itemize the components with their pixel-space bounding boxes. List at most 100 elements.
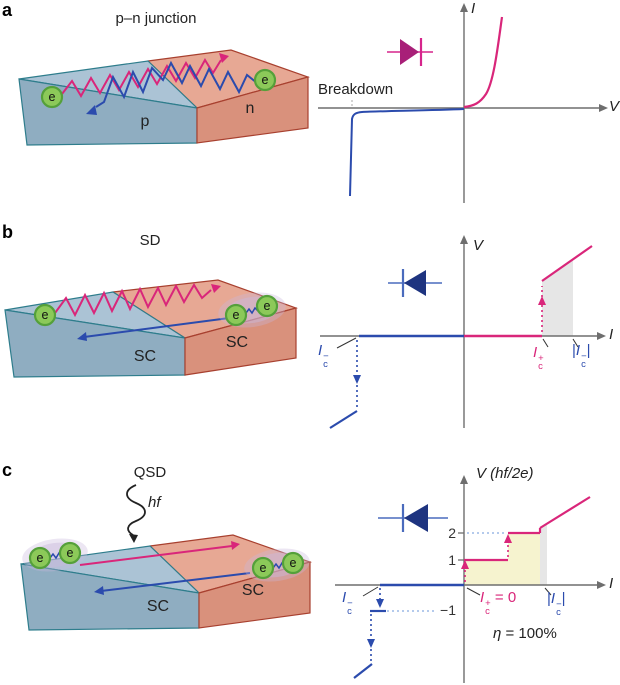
electron-label: e <box>259 561 267 575</box>
resistive-branch-negative <box>353 663 373 679</box>
electron-icon <box>281 551 305 575</box>
abs-ic-minus-label: |I−c| <box>572 342 591 369</box>
pink-arrowhead <box>211 284 221 293</box>
y-axis-arrow <box>460 235 468 244</box>
resistive-branch-positive <box>539 496 591 529</box>
supercurrent-arrow <box>83 316 238 338</box>
abs-scripts: −c <box>581 351 587 368</box>
panel-c-letter: c <box>2 460 13 480</box>
x-axis-arrow <box>599 104 608 112</box>
electron-icon <box>58 541 82 565</box>
ic-plus-sub: c <box>538 360 543 372</box>
sd-vi-plot <box>320 235 606 429</box>
blue-down-arrowhead <box>353 375 361 384</box>
breakdown-annotation: Breakdown <box>318 81 394 98</box>
y-axis-arrow <box>460 475 468 484</box>
pn-junction-iv-plot <box>318 3 608 203</box>
hysteresis-shaded-region <box>540 524 547 585</box>
ic-minus-base: I <box>342 589 347 606</box>
abs-sup: − <box>556 599 562 610</box>
sc-right-label: SC <box>241 582 265 599</box>
sc-left-label: SC <box>133 348 157 365</box>
ic-plus-label: I+c <box>533 345 544 372</box>
electron-icon <box>40 85 64 109</box>
ic-minus-label: I−c <box>342 589 353 616</box>
abs-base: I <box>550 590 556 607</box>
panel-a-title: p–n junction <box>115 10 197 27</box>
efficiency-label: η = 100% <box>493 626 557 642</box>
qsd-slab <box>20 484 312 631</box>
ic-plus-scripts: +c <box>538 353 544 372</box>
y-axis-label: V <box>473 237 484 254</box>
ic-minus-scripts: −c <box>323 351 329 370</box>
electron-icon <box>255 294 279 318</box>
ic-minus-sup: − <box>323 351 329 362</box>
ic-plus-sup: + <box>538 353 544 364</box>
abs-ic-minus-pointer <box>572 338 579 348</box>
electron-icon <box>251 556 275 580</box>
x-axis-arrow <box>597 581 606 589</box>
panel-b-letter: b <box>2 222 13 242</box>
diode-symbol-icon <box>387 38 433 66</box>
x-axis-label: V <box>609 98 620 115</box>
panel-b-title: SD <box>139 232 161 249</box>
hysteresis-shaded-region <box>542 259 573 336</box>
electron-icon <box>224 303 248 327</box>
ic-plus-pointer <box>466 587 481 596</box>
y-tick-1: 1 <box>448 552 456 568</box>
sc-left-label: SC <box>146 598 170 615</box>
ic-minus-scripts: −c <box>347 598 353 615</box>
ic-minus-sup: − <box>347 598 353 609</box>
sc-right-label: SC <box>225 334 249 351</box>
abs-open: | <box>572 342 576 359</box>
y-axis-label: V (hf/2e) <box>476 465 534 482</box>
electron-icon <box>28 546 52 570</box>
abs-base: I <box>575 342 581 359</box>
diode-symbol-reverse-icon <box>388 269 442 297</box>
ic-minus-sub: c <box>323 358 328 370</box>
photon-energy-label: hf <box>148 494 161 511</box>
diode-triangle <box>400 39 419 65</box>
blue-down-arrowhead <box>367 639 375 648</box>
panel-a-letter: a <box>2 0 13 20</box>
ic-minus-base: I <box>318 342 323 359</box>
sd-slab <box>4 279 299 378</box>
slab-b-front-right <box>184 307 297 376</box>
abs-sup: − <box>581 351 587 362</box>
electron-label: e <box>263 299 271 313</box>
resistive-branch-positive <box>541 245 593 282</box>
blue-down-arrowhead <box>376 599 384 608</box>
y-axis-arrow <box>460 3 468 12</box>
abs-close: | <box>586 342 591 359</box>
y-tick-2: 2 <box>448 525 456 541</box>
ic-plus-suffix: = 0 <box>490 589 517 606</box>
p-region-label: p <box>140 113 150 130</box>
x-axis-arrow <box>597 332 606 340</box>
abs-ic-minus-pointer <box>544 587 552 596</box>
photon-arrowhead <box>129 534 138 543</box>
blue-arrowhead <box>77 332 87 341</box>
blue-arrowhead <box>86 105 97 115</box>
pink-up-arrowhead <box>461 560 469 569</box>
forward-current-curve <box>463 16 504 109</box>
electron-icon <box>33 303 57 327</box>
reverse-breakdown-curve <box>349 108 465 197</box>
eta-value: = 100% <box>501 625 557 642</box>
pink-up-arrowhead <box>504 534 512 543</box>
abs-scripts: −c <box>556 599 562 616</box>
pair-bond-squiggle <box>245 306 259 315</box>
electron-label: e <box>261 73 269 87</box>
resistive-branch-negative <box>329 410 358 429</box>
ic-plus-sup: + <box>485 598 491 609</box>
pair-current-arrow-left <box>100 572 251 592</box>
pn-junction-slab <box>18 49 310 146</box>
x-axis-label: I <box>609 575 614 592</box>
hot-electron-zigzag-arrow <box>61 58 222 98</box>
x-axis-label: I <box>609 326 614 343</box>
pair-current-arrow-right <box>79 545 233 566</box>
electron-label: e <box>48 90 56 104</box>
diode-triangle <box>404 270 426 296</box>
y-axis-label: I <box>471 0 476 17</box>
